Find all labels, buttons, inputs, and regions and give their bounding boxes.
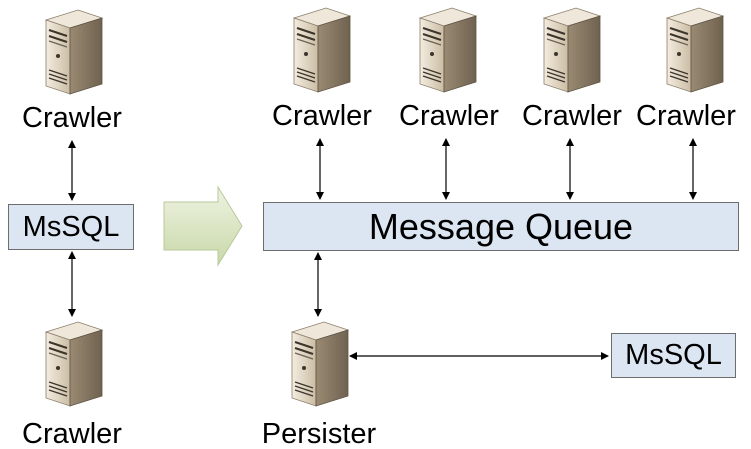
crawler-label: Crawler (22, 102, 122, 134)
crawler-server-icon (34, 6, 106, 98)
crawler-server-icon (655, 4, 727, 96)
crawler-label: Crawler (272, 100, 372, 132)
crawler-server-icon (532, 4, 604, 96)
crawler-label: Crawler (636, 100, 736, 132)
transition-arrow-icon (163, 185, 243, 267)
crawler-server-icon (282, 4, 354, 96)
crawler-server-icon (34, 318, 106, 410)
persister-label: Persister (261, 418, 377, 449)
message-queue-box: Message Queue (263, 202, 739, 251)
mssql-box: MsSQL (8, 204, 134, 250)
crawler-server-icon (408, 4, 480, 96)
persister-server-icon (280, 318, 352, 410)
crawler-label: Crawler (522, 100, 622, 132)
crawler-label: Crawler (22, 418, 122, 449)
mssql-box: MsSQL (611, 333, 736, 378)
crawler-label: Crawler (399, 100, 499, 132)
